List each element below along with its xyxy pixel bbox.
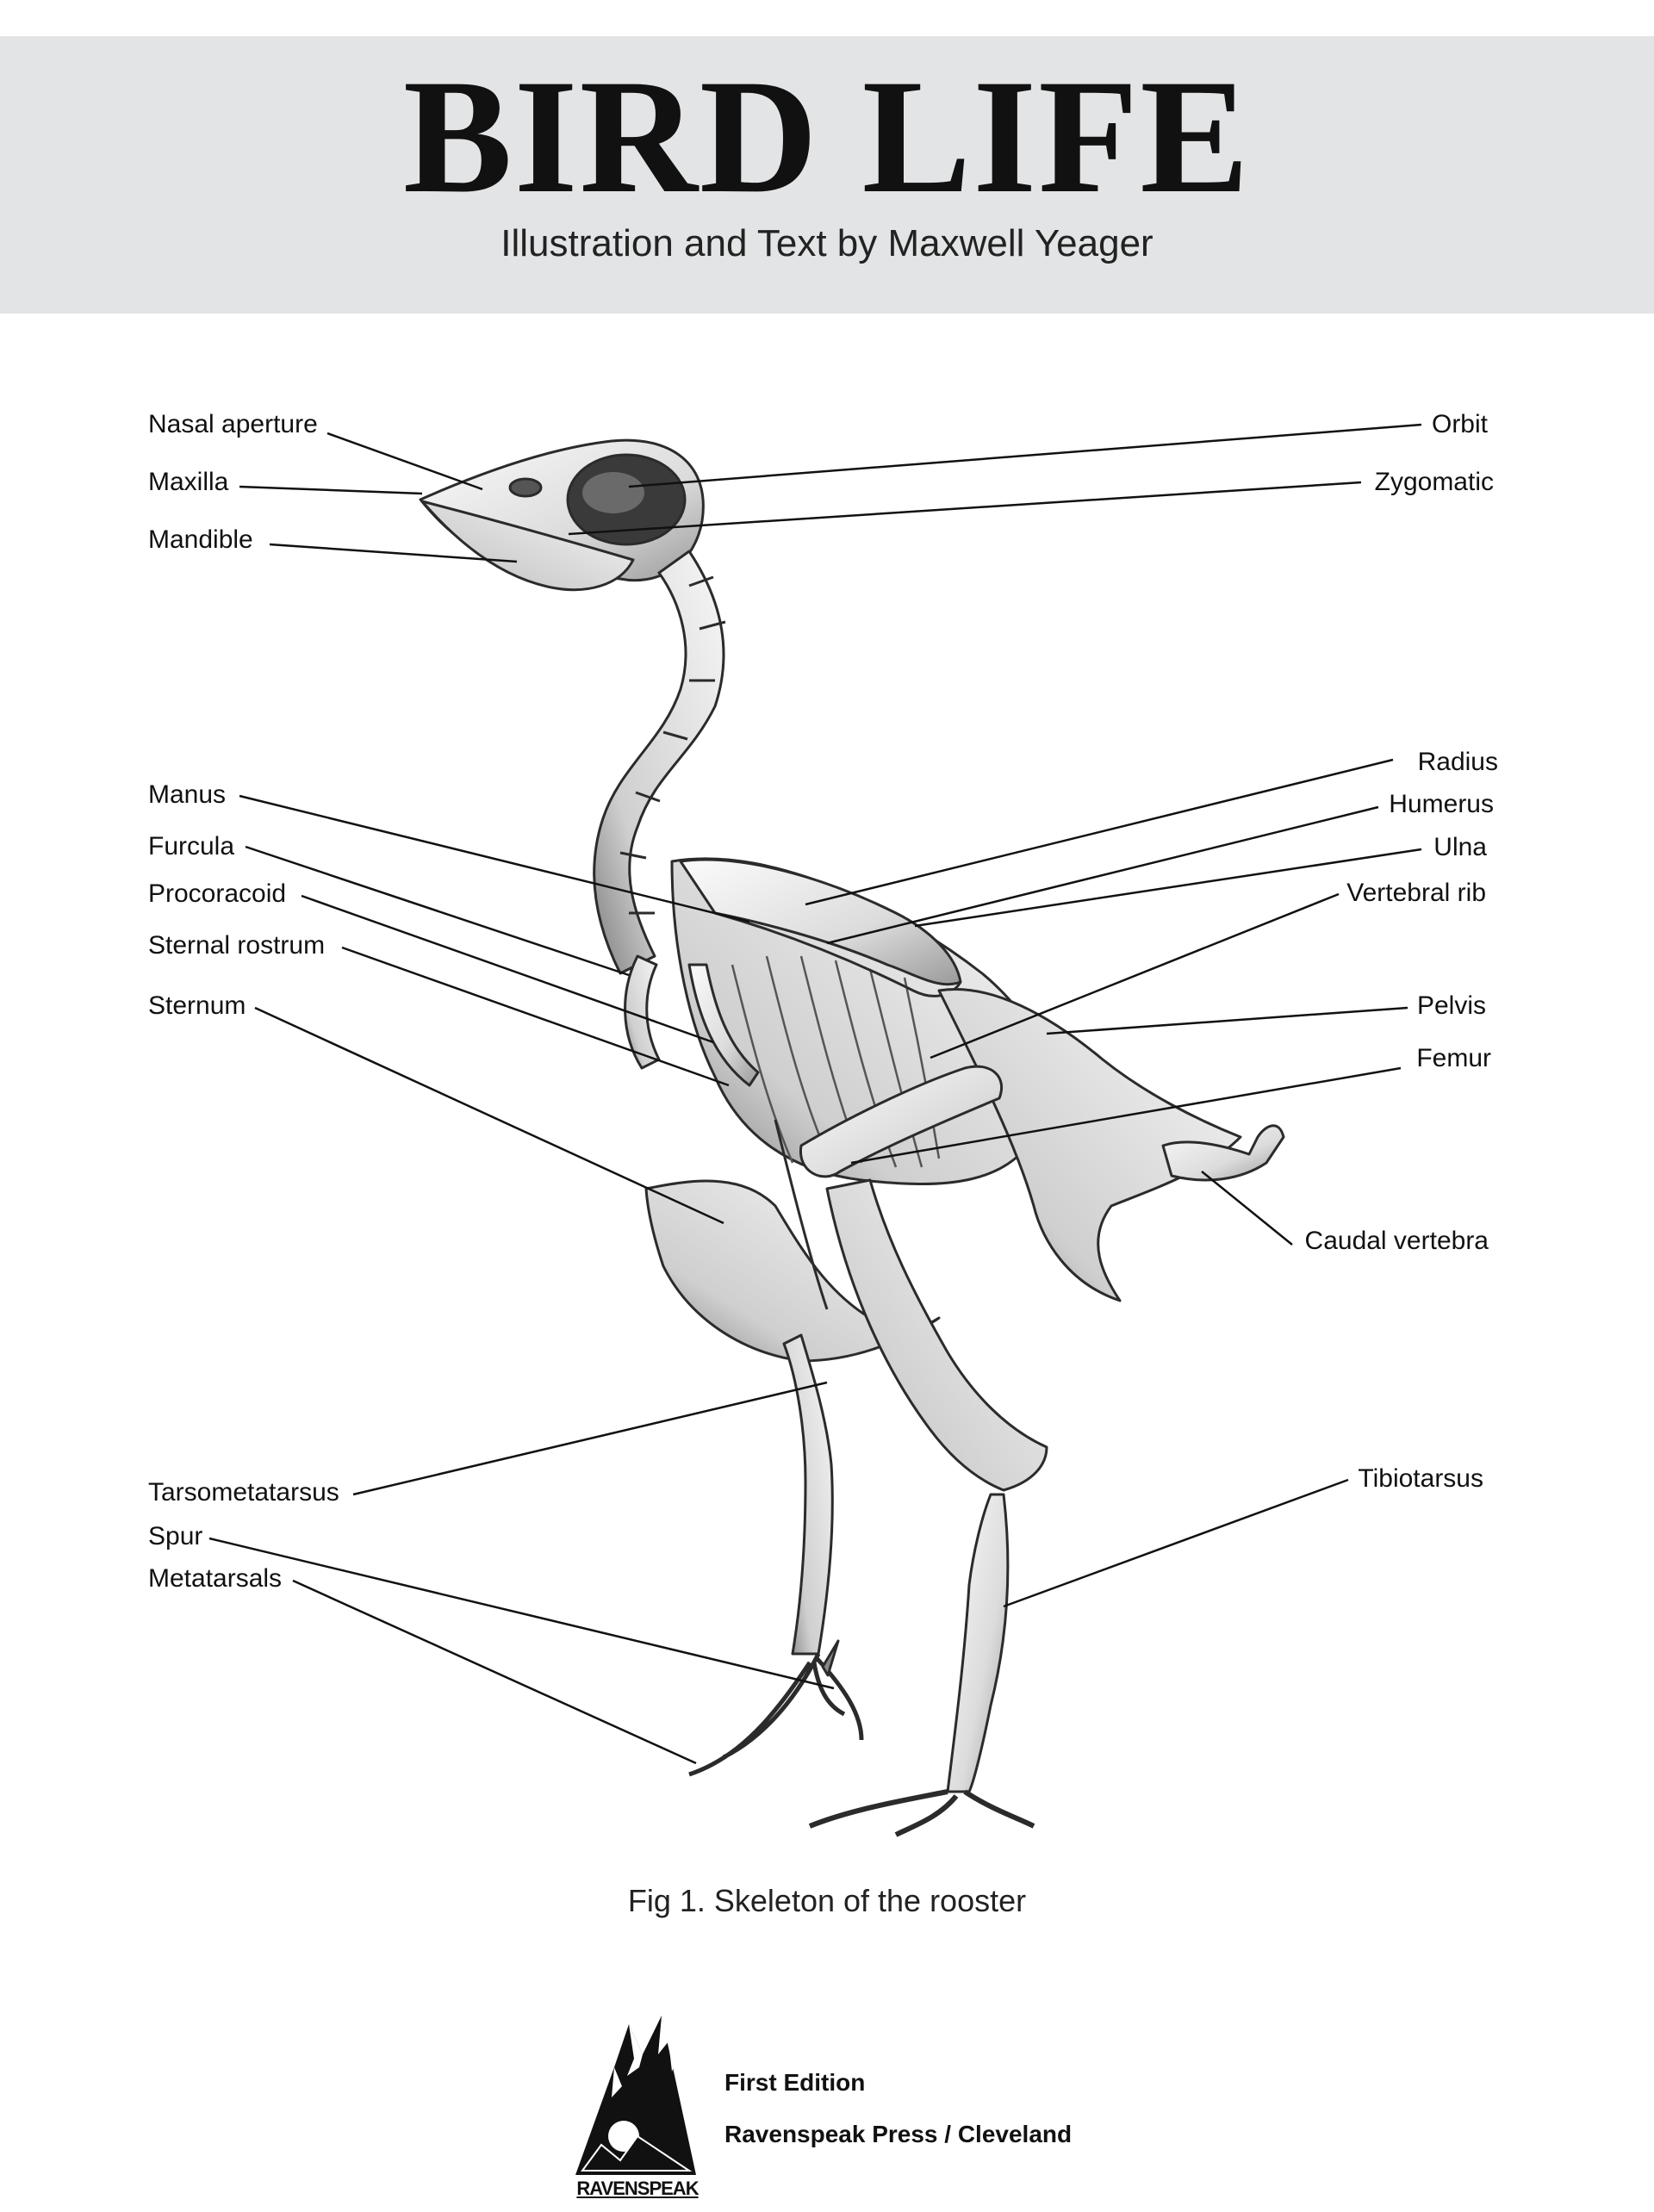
- label-tarsometatarsus: Tarsometatarsus: [148, 1478, 339, 1507]
- label-tibiotarsus: Tibiotarsus: [1358, 1464, 1483, 1493]
- label-zygomatic: Zygomatic: [1374, 468, 1494, 496]
- label-sternal-rostrum: Sternal rostrum: [148, 931, 326, 960]
- header-band: [0, 36, 1654, 314]
- logo-wordmark: RAVENSPEAK: [576, 2178, 699, 2199]
- label-ulna: Ulna: [1433, 833, 1487, 861]
- label-femur: Femur: [1416, 1044, 1491, 1072]
- ravenspeak-logo: [575, 2016, 696, 2175]
- page-subtitle: Illustration and Text by Maxwell Yeager: [501, 222, 1153, 264]
- label-furcula: Furcula: [148, 832, 235, 861]
- edition-text: First Edition: [724, 2069, 866, 2096]
- label-orbit: Orbit: [1431, 410, 1488, 438]
- label-vertebral-rib: Vertebral rib: [1346, 879, 1486, 907]
- label-nasal-aperture: Nasal aperture: [148, 410, 318, 438]
- label-radius: Radius: [1417, 748, 1498, 776]
- label-manus: Manus: [148, 780, 227, 809]
- label-maxilla: Maxilla: [148, 468, 229, 496]
- label-spur: Spur: [148, 1522, 203, 1550]
- press-text: Ravenspeak Press / Cleveland: [724, 2121, 1073, 2147]
- label-pelvis: Pelvis: [1416, 991, 1486, 1020]
- leader-lines: [208, 423, 1422, 1765]
- label-humerus: Humerus: [1389, 790, 1494, 818]
- skeleton-illustration: [419, 438, 1285, 1837]
- label-metatarsals: Metatarsals: [148, 1564, 283, 1593]
- figure-caption: Fig 1. Skeleton of the rooster: [627, 1883, 1027, 1918]
- mountain-icon: [575, 2016, 696, 2175]
- label-sternum: Sternum: [148, 991, 246, 1020]
- label-caudal-vertebra: Caudal vertebra: [1304, 1227, 1489, 1255]
- label-procoracoid: Procoracoid: [148, 879, 287, 908]
- page-title: BIRD LIFE: [402, 47, 1252, 227]
- label-mandible: Mandible: [148, 525, 253, 554]
